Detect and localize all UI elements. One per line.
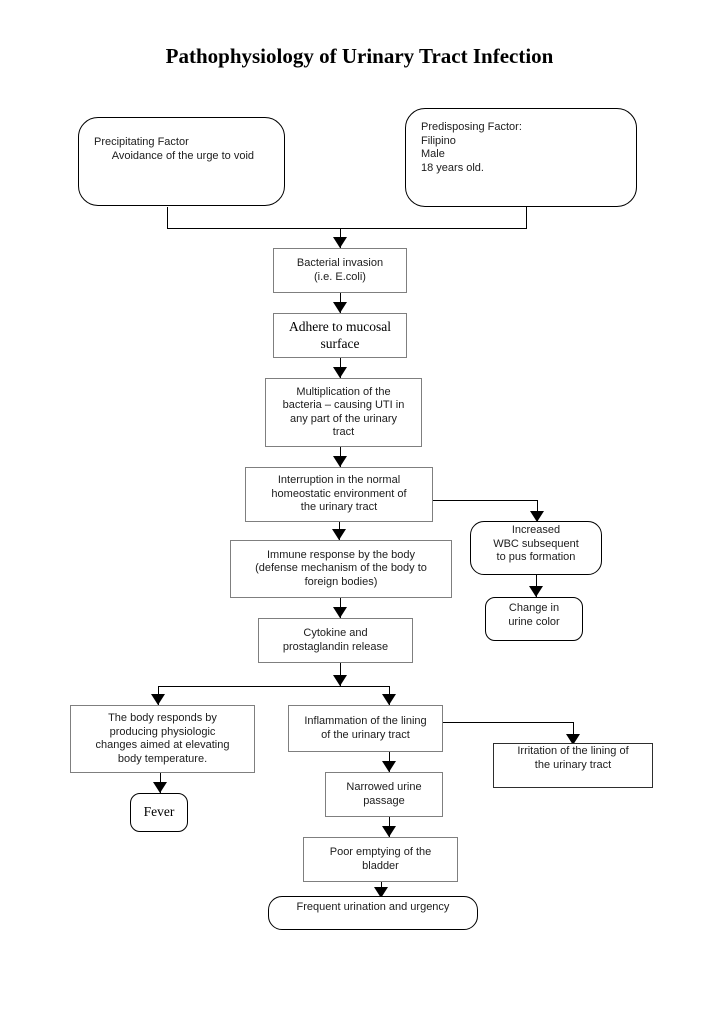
node-adhere-mucosal: Adhere to mucosal surface xyxy=(273,313,407,358)
node-interruption: Interruption in the normal homeostatic e… xyxy=(245,467,433,522)
node-increased-wbc-label: Increased WBC subsequent to pus formatio… xyxy=(493,524,579,563)
arrowhead-adhere-multiplication xyxy=(333,367,347,378)
connector-to-wbc xyxy=(537,500,539,521)
connector-precipitating-down xyxy=(167,207,169,228)
arrowhead-body-fever xyxy=(153,782,167,793)
arrowhead-to-wbc xyxy=(530,511,544,522)
connector-inflammation-right xyxy=(443,722,574,724)
node-cytokine-release-label: Cytokine and prostaglandin release xyxy=(282,627,389,653)
node-frequent-urination: Frequent urination and urgency xyxy=(268,896,478,930)
arrowhead-narrowed-poor xyxy=(382,826,396,837)
node-immune-response: Immune response by the body (defense mec… xyxy=(230,540,452,598)
node-fever: Fever xyxy=(130,793,188,832)
node-irritation-label: Irritation of the lining of the urinary … xyxy=(517,745,629,771)
arrowhead-split-right xyxy=(382,694,396,705)
node-predisposing-factor-label: Predisposing Factor: Filipino Male 18 ye… xyxy=(421,121,522,174)
node-inflammation-label: Inflammation of the lining of the urinar… xyxy=(304,715,427,741)
connector-top-join xyxy=(167,228,527,230)
node-poor-emptying-label: Poor emptying of the bladder xyxy=(329,846,432,872)
arrowhead-split-left xyxy=(151,694,165,705)
connector-interruption-right xyxy=(433,500,538,502)
node-narrowed-urine-label: Narrowed urine passage xyxy=(346,781,422,807)
connector-predisposing-down xyxy=(526,207,528,228)
arrowhead-inflammation-narrowed xyxy=(382,761,396,772)
node-adhere-mucosal-label: Adhere to mucosal surface xyxy=(289,319,391,351)
node-increased-wbc: Increased WBC subsequent to pus formatio… xyxy=(470,521,602,575)
arrowhead-wbc-urinecolor xyxy=(529,586,543,597)
node-change-urine-color-label: Change in urine color xyxy=(508,602,560,628)
node-precipitating-factor: Precipitating Factor Avoidance of the ur… xyxy=(78,117,285,206)
node-bacterial-invasion: Bacterial invasion (i.e. E.coli) xyxy=(273,248,407,293)
node-multiplication-label: Multiplication of the bacteria – causing… xyxy=(282,385,405,439)
node-bacterial-invasion-label: Bacterial invasion (i.e. E.coli) xyxy=(296,257,384,283)
node-precipitating-factor-label: Precipitating Factor Avoidance of the ur… xyxy=(94,136,255,162)
node-immune-response-label: Immune response by the body (defense mec… xyxy=(255,548,427,588)
node-multiplication: Multiplication of the bacteria – causing… xyxy=(265,378,422,447)
node-inflammation: Inflammation of the lining of the urinar… xyxy=(288,705,443,752)
node-fever-label: Fever xyxy=(143,804,175,820)
page-title: Pathophysiology of Urinary Tract Infecti… xyxy=(165,44,554,68)
arrowhead-cytokine-split xyxy=(333,675,347,686)
arrowhead-poor-frequent xyxy=(374,887,388,898)
arrowhead-bacterial-adhere xyxy=(333,302,347,313)
node-predisposing-factor: Predisposing Factor: Filipino Male 18 ye… xyxy=(405,108,637,207)
arrowhead-to-irritation xyxy=(566,734,580,745)
node-change-urine-color: Change in urine color xyxy=(485,597,583,641)
node-narrowed-urine: Narrowed urine passage xyxy=(325,772,443,817)
node-irritation: Irritation of the lining of the urinary … xyxy=(493,743,653,788)
connector-split-bar xyxy=(158,686,390,688)
connector-cytokine-split xyxy=(340,663,342,686)
node-frequent-urination-label: Frequent urination and urgency xyxy=(296,901,450,913)
node-cytokine-release: Cytokine and prostaglandin release xyxy=(258,618,413,663)
arrowhead-interruption-immune xyxy=(332,529,346,540)
node-body-responds: The body responds by producing physiolog… xyxy=(70,705,255,773)
node-interruption-label: Interruption in the normal homeostatic e… xyxy=(271,474,407,514)
node-body-responds-label: The body responds by producing physiolog… xyxy=(95,712,230,765)
connector-to-irritation xyxy=(573,722,575,745)
node-poor-emptying: Poor emptying of the bladder xyxy=(303,837,458,882)
arrowhead-to-bacterial xyxy=(333,237,347,248)
arrowhead-immune-cytokine xyxy=(333,607,347,618)
arrowhead-multiplication-interruption xyxy=(333,456,347,467)
